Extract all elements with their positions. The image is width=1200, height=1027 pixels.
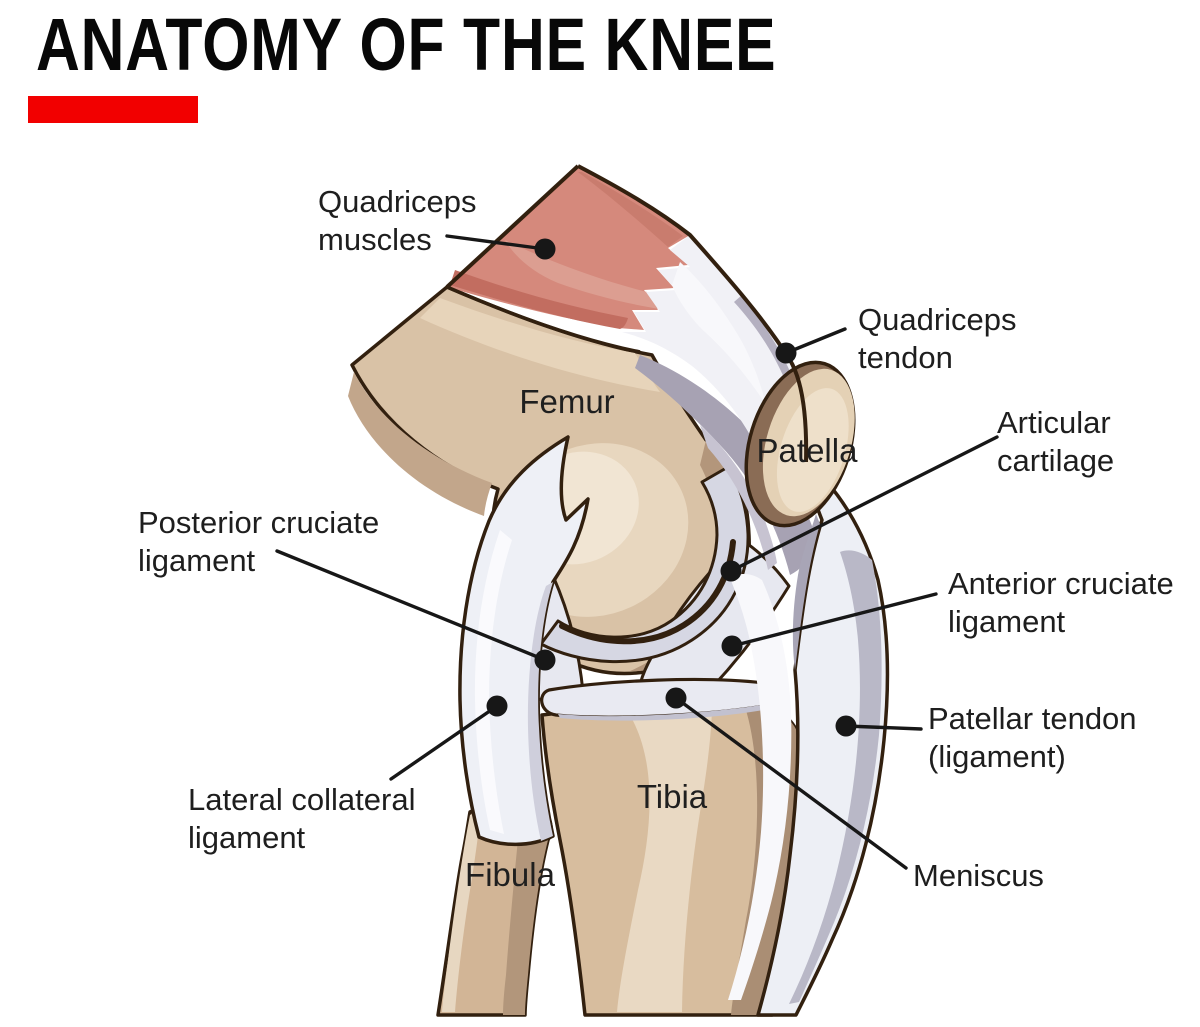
label-posterior-cruciate-line2: ligament: [138, 543, 256, 578]
quadriceps-muscles-leader: [445, 234, 547, 251]
label-posterior-cruciate-line1: Posterior cruciate: [138, 505, 379, 540]
quadriceps-muscles-dot: [534, 238, 556, 260]
label-quadriceps-muscles-line2: muscles: [318, 222, 432, 257]
lateral-collateral-leader: [389, 704, 499, 781]
patella-bone: [744, 360, 856, 528]
label-fibula: Fibula: [465, 856, 556, 893]
label-femur: Femur: [519, 383, 614, 420]
label-quadriceps-muscles-line1: Quadriceps: [318, 184, 477, 219]
annotation-labels: Quadriceps muscles Quadriceps tendon Art…: [138, 184, 1174, 893]
label-patella: Patella: [757, 432, 859, 469]
lateral-collateral-ligament-shape: [458, 435, 590, 847]
posterior-cruciate-dot: [534, 649, 556, 671]
quadriceps-muscle-shape: [446, 166, 690, 354]
quadriceps-tendon-dot: [775, 342, 797, 364]
label-anterior-cruciate-line1: Anterior cruciate: [948, 566, 1174, 601]
silhouette-outline: [445, 164, 809, 463]
patellar-tendon-leader: [844, 724, 923, 731]
meniscus-leader: [674, 696, 908, 870]
label-tibia: Tibia: [637, 778, 708, 815]
patellar-tendon-dot: [835, 715, 857, 737]
label-articular-cartilage-line2: cartilage: [997, 443, 1114, 478]
patellar-tendon-shape: [728, 460, 890, 1017]
label-lateral-collateral-line2: ligament: [188, 820, 306, 855]
label-quadriceps-tendon-line1: Quadriceps: [858, 302, 1017, 337]
label-patellar-tendon-line2: (ligament): [928, 739, 1066, 774]
label-meniscus: Meniscus: [913, 858, 1044, 893]
anterior-cruciate-dot: [721, 635, 743, 657]
label-anterior-cruciate-line2: ligament: [948, 604, 1066, 639]
page-title: ANATOMY OF THE KNEE: [36, 3, 777, 86]
articular-cartilage-dot: [720, 560, 742, 582]
quadriceps-tendon-leader: [784, 327, 847, 355]
articular-cartilage-leader: [729, 435, 999, 573]
meniscus-dot: [665, 687, 687, 709]
title-accent-bar: [28, 96, 198, 123]
label-quadriceps-tendon-line2: tendon: [858, 340, 953, 375]
lateral-collateral-dot: [486, 695, 508, 717]
leader-lines: [275, 234, 999, 870]
label-articular-cartilage-line1: Articular: [997, 405, 1111, 440]
label-lateral-collateral-line1: Lateral collateral: [188, 782, 415, 817]
posterior-cruciate-leader: [275, 549, 547, 662]
label-patellar-tendon-line1: Patellar tendon: [928, 701, 1137, 736]
anterior-cruciate-leader: [730, 592, 938, 648]
